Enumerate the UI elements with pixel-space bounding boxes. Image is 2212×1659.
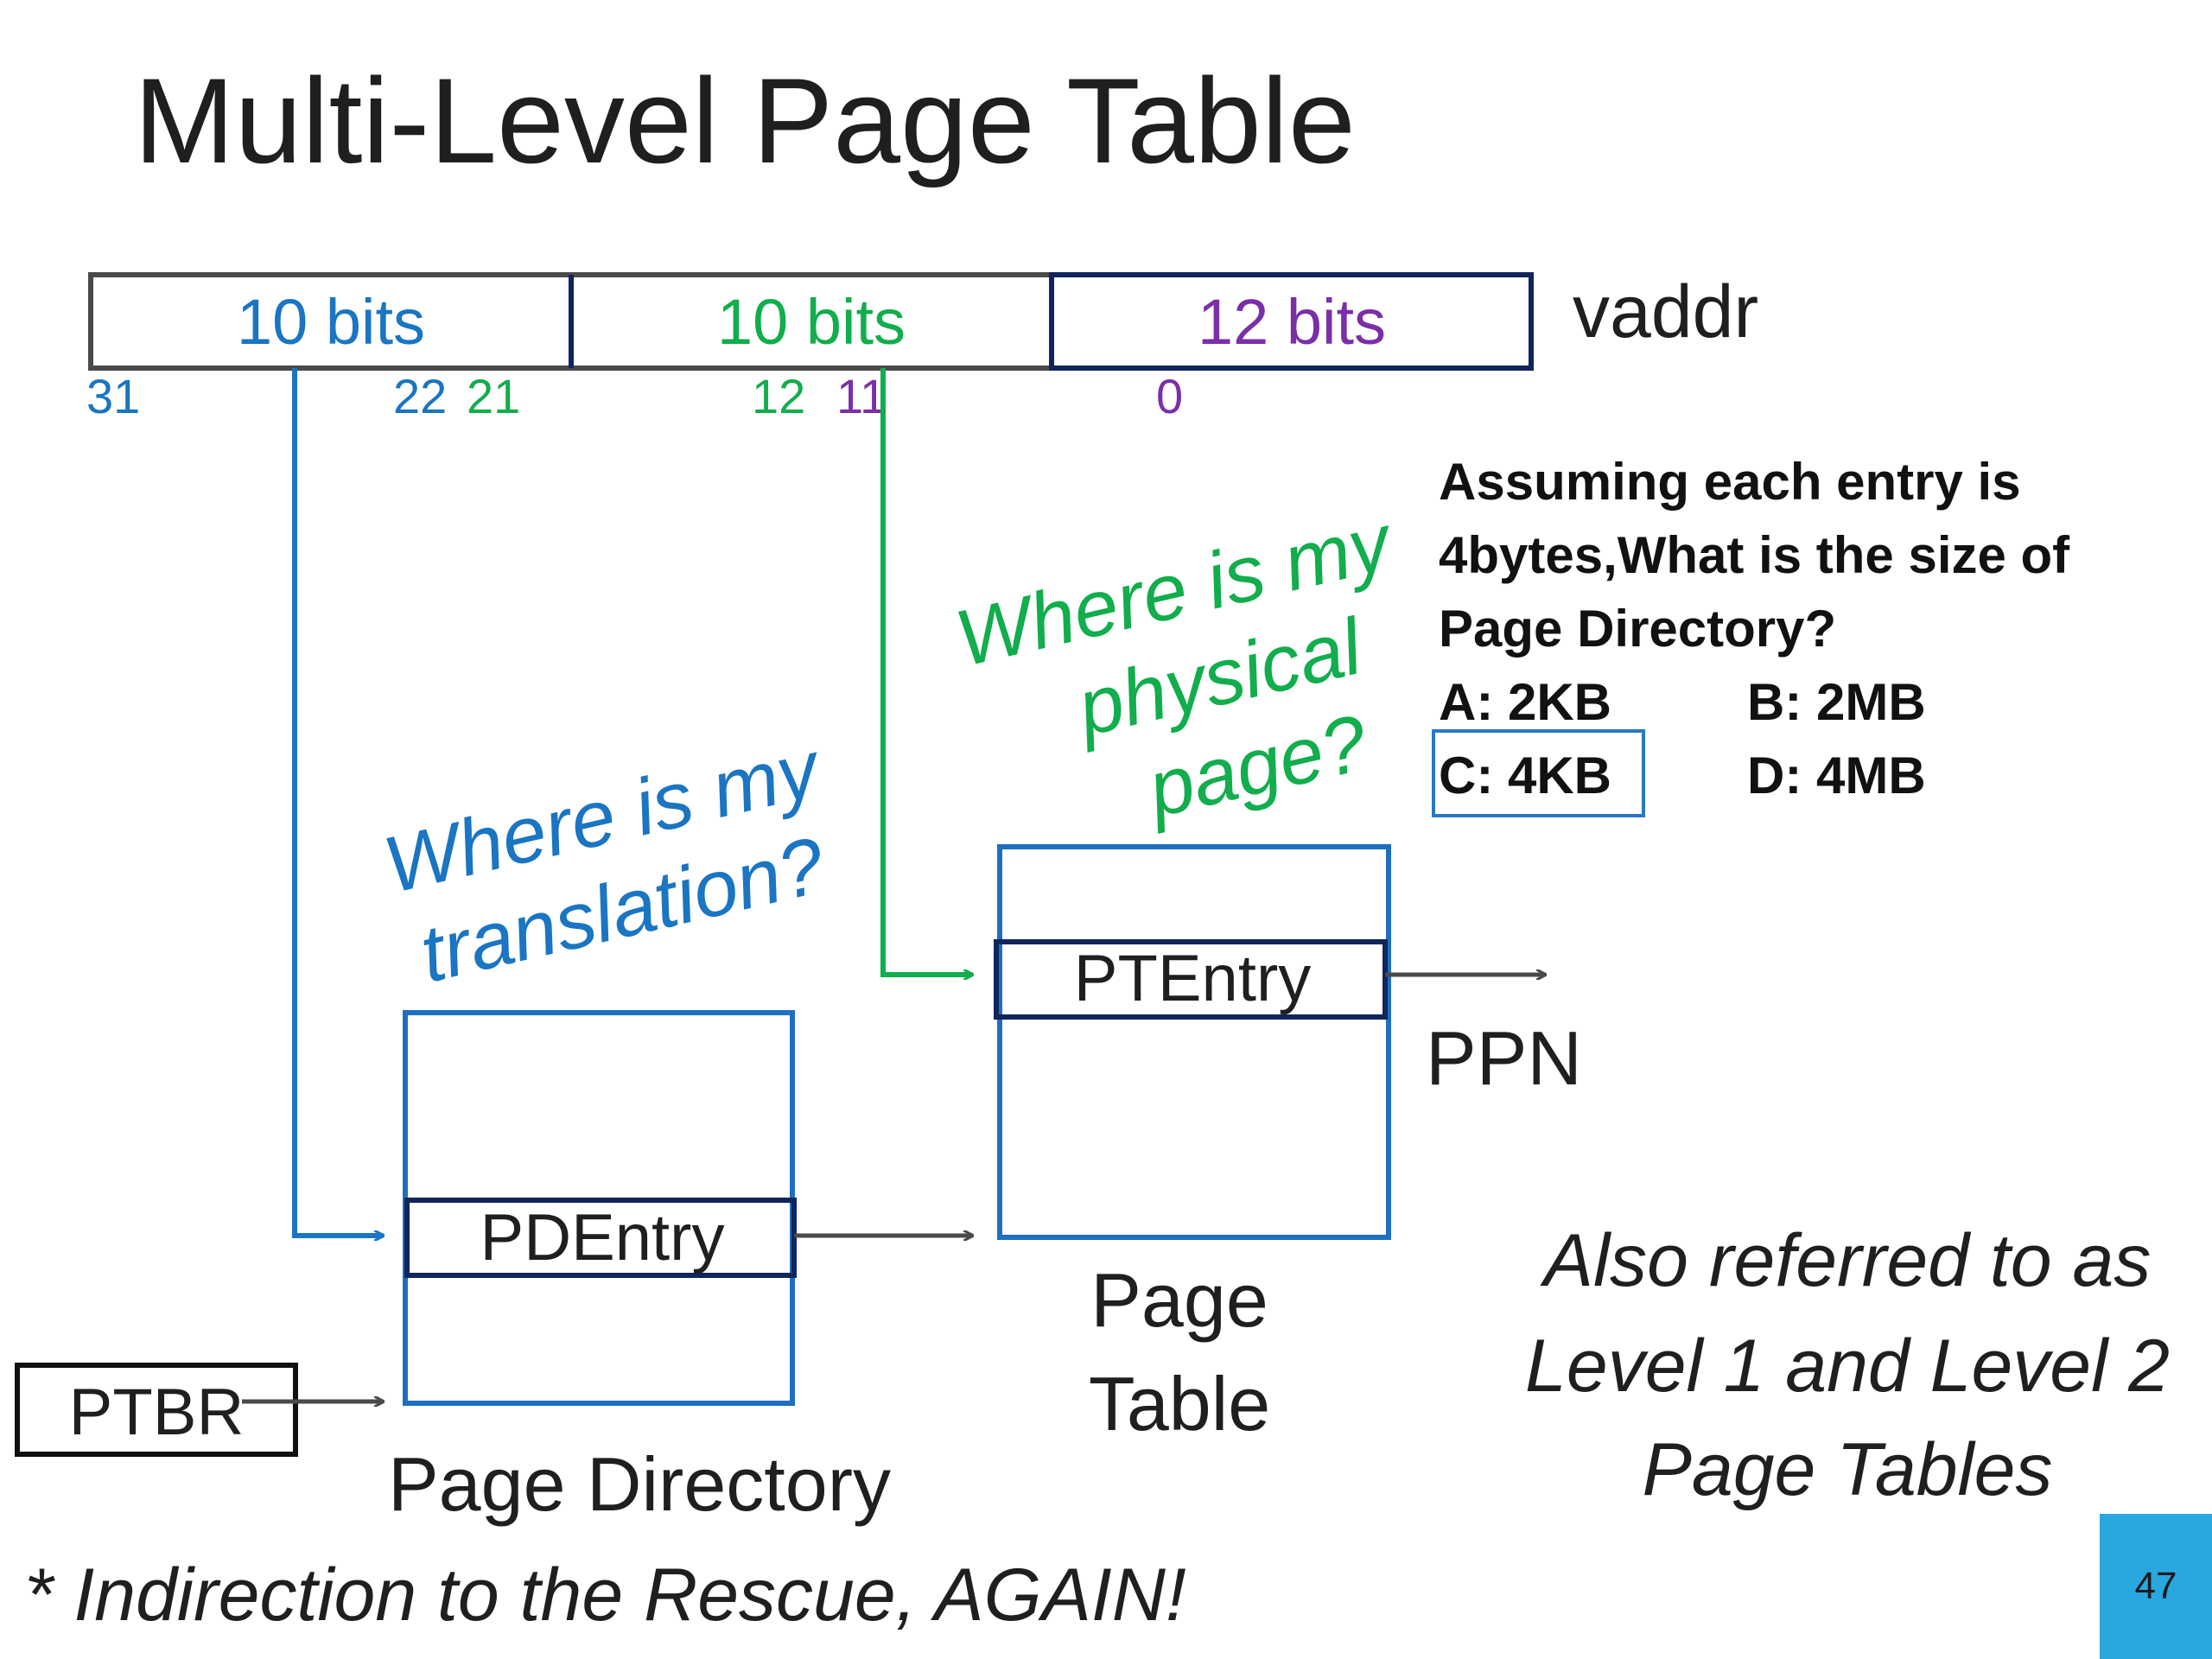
vaddr-label: vaddr bbox=[1573, 270, 1758, 353]
level-note-line-2: Level 1 and Level 2 bbox=[1525, 1325, 2170, 1408]
page-table-box bbox=[997, 844, 1391, 1240]
pd-entry-label: PDEntry bbox=[480, 1201, 725, 1274]
page-directory: PDEntry Page Directory bbox=[388, 1010, 891, 1527]
vaddr-field-low bbox=[1049, 272, 1534, 371]
translation-question: Where is my translation? bbox=[376, 724, 832, 1000]
vaddr-field-mid-label: 10 bits bbox=[717, 286, 906, 358]
quiz-prompt-line-3: Page Directory? bbox=[1439, 600, 1836, 658]
bit-position-21: 21 bbox=[467, 369, 520, 423]
vaddr-field-high-label: 10 bits bbox=[237, 286, 425, 358]
page-table-caption-line-2: Table bbox=[1089, 1361, 1270, 1446]
quiz-option-b[interactable]: B: 2MB bbox=[1747, 673, 1926, 731]
level-note: Also referred to as Level 1 and Level 2 … bbox=[1525, 1219, 2170, 1511]
page-title: Multi-Level Page Table bbox=[134, 53, 1356, 188]
quiz-option-c-highlight bbox=[1432, 729, 1645, 817]
quiz-option-d[interactable]: D: 4MB bbox=[1747, 747, 1926, 804]
vaddr-field-low-label: 12 bits bbox=[1198, 286, 1386, 358]
pt-entry-box bbox=[994, 939, 1388, 1020]
bit-position-31: 31 bbox=[86, 369, 140, 423]
quiz-prompt-line-1: Assuming each entry is bbox=[1439, 453, 2021, 511]
quiz-option-a[interactable]: A: 2KB bbox=[1439, 673, 1611, 731]
ptbr-label: PTBR bbox=[69, 1376, 245, 1449]
page-number: 47 bbox=[2134, 1565, 2177, 1607]
bit-position-22: 22 bbox=[393, 369, 447, 423]
table-index-arrow bbox=[880, 368, 972, 975]
quiz-block: Assuming each entry is 4bytes,What is th… bbox=[1432, 453, 2070, 817]
bit-position-0: 0 bbox=[1156, 369, 1183, 423]
quiz-option-c[interactable]: C: 4KB bbox=[1439, 747, 1611, 804]
level-note-line-3: Page Tables bbox=[1643, 1428, 2053, 1511]
level-note-line-1: Also referred to as bbox=[1540, 1219, 2152, 1302]
ptbr-box bbox=[15, 1363, 298, 1457]
bit-position-11: 11 bbox=[836, 369, 887, 423]
vaddr-register: 10 bits 10 bits 12 bits vaddr 31 22 21 1… bbox=[86, 270, 1758, 423]
ppn-label: PPN bbox=[1426, 1015, 1582, 1101]
quiz-prompt-line-2: 4bytes,What is the size of bbox=[1439, 526, 2070, 584]
physical-page-question: Where is my physical page? bbox=[948, 498, 1402, 836]
page-table: PTEntry Page Table bbox=[994, 844, 1391, 1446]
footer-note: * Indirection to the Rescue, AGAIN! bbox=[24, 1554, 1186, 1637]
bit-position-12: 12 bbox=[752, 369, 805, 423]
page-number-badge: 47 bbox=[2100, 1514, 2212, 1659]
pt-entry-label: PTEntry bbox=[1074, 942, 1312, 1015]
page-table-caption-line-1: Page bbox=[1090, 1257, 1268, 1343]
page-directory-caption: Page Directory bbox=[388, 1441, 891, 1527]
directory-index-arrow bbox=[292, 368, 383, 1236]
